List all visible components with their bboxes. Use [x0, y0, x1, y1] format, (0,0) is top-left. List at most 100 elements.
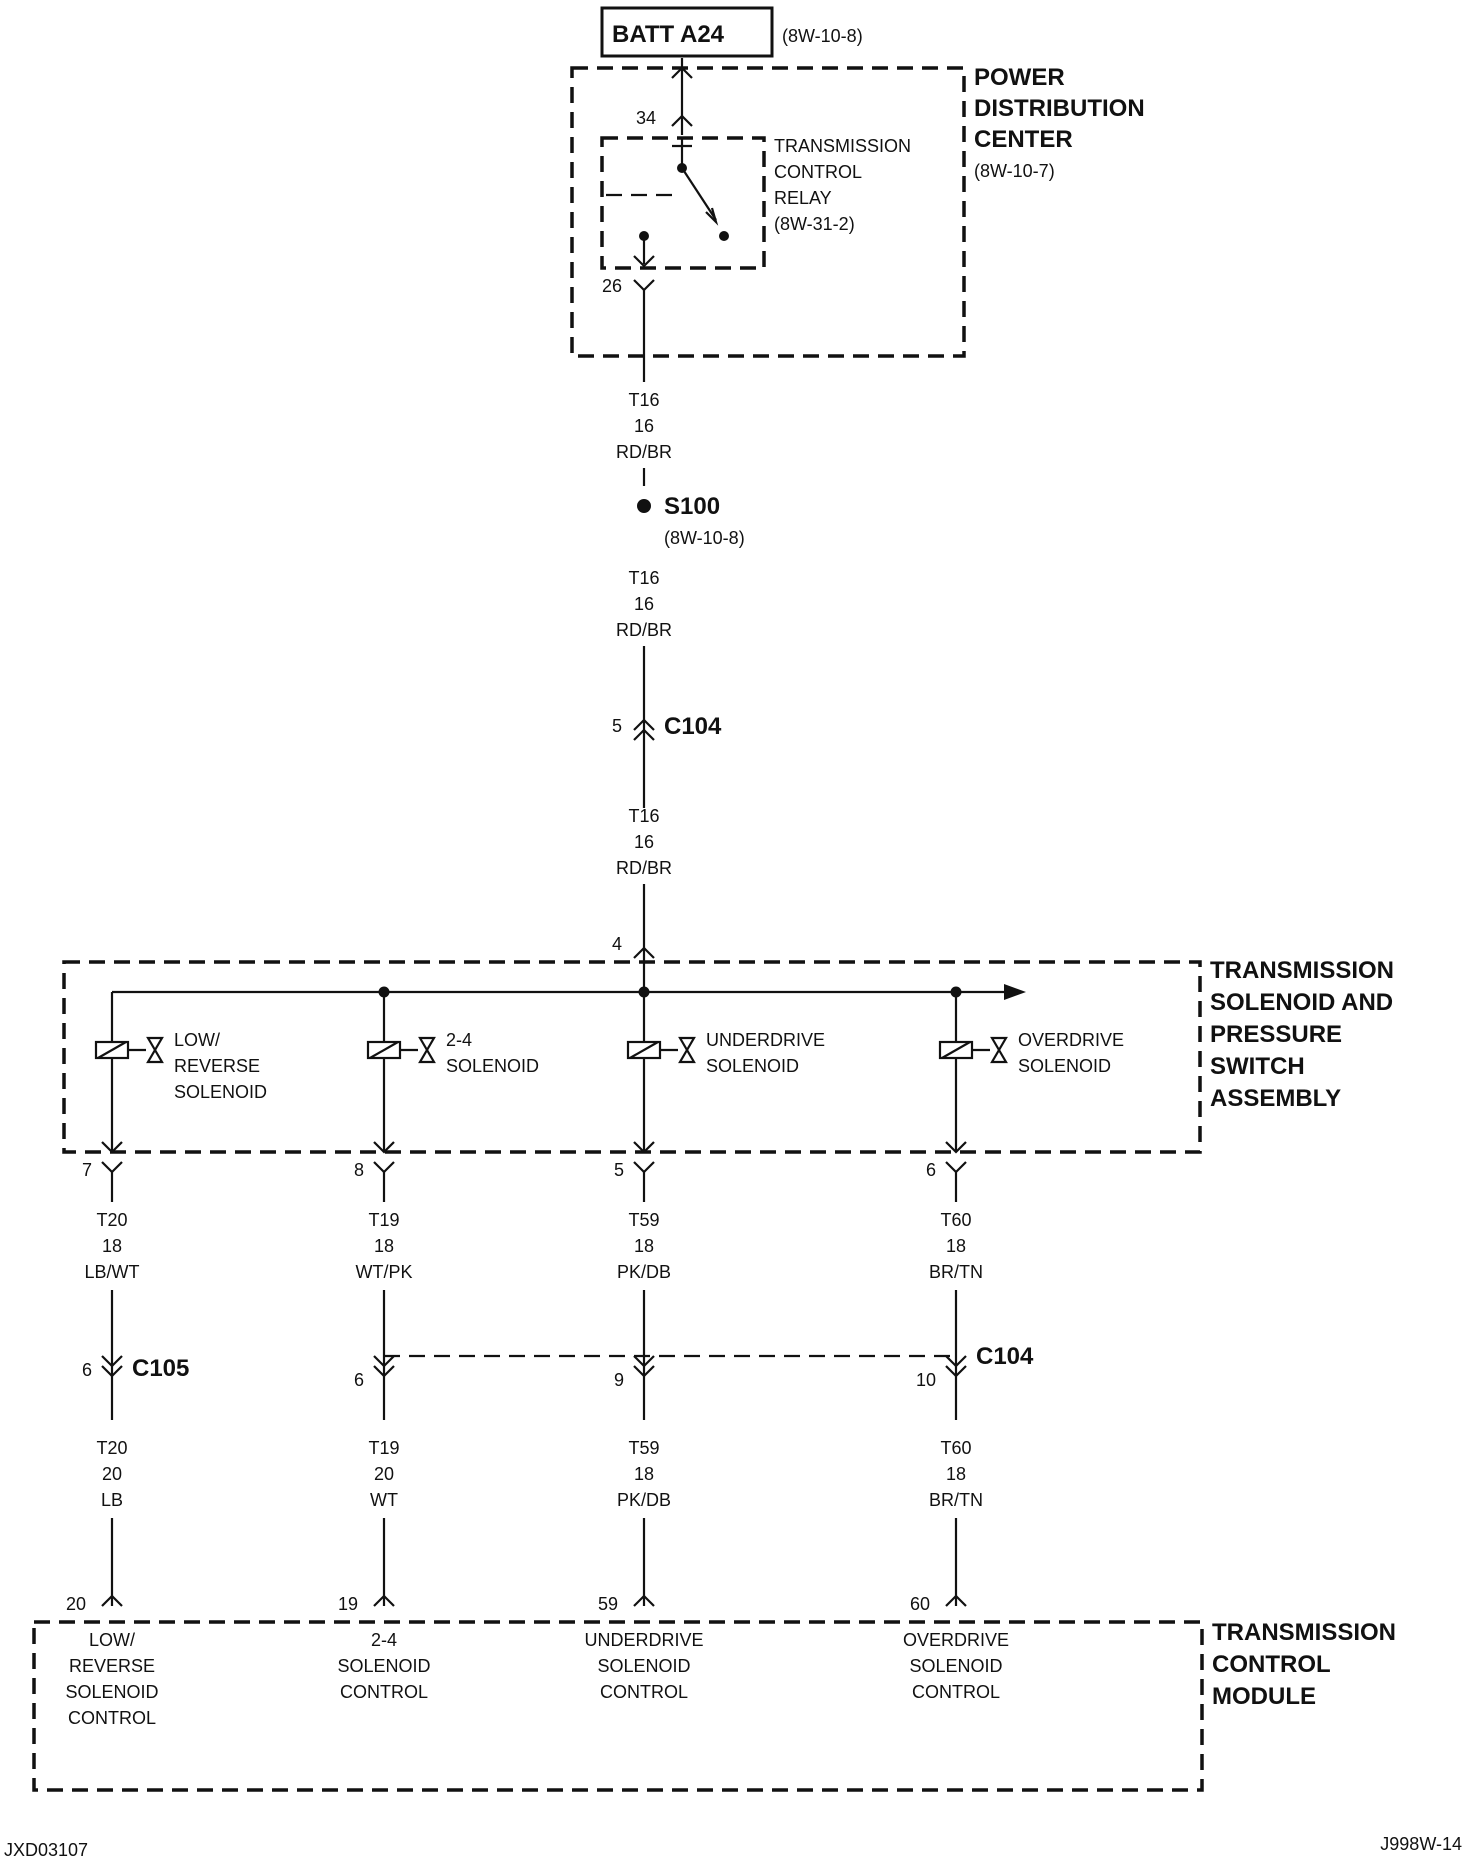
tcm-pin-19: 19 [338, 1594, 358, 1614]
svg-text:SOLENOID: SOLENOID [337, 1656, 430, 1676]
svg-text:18: 18 [374, 1236, 394, 1256]
svg-text:18: 18 [102, 1236, 122, 1256]
svg-text:20: 20 [102, 1464, 122, 1484]
tcm-pin-60: 60 [910, 1594, 930, 1614]
svg-text:LB/WT: LB/WT [84, 1262, 139, 1282]
connector-c104-top: 5 C104 [612, 713, 722, 741]
splice-s100: S100 (8W-10-8) [637, 493, 745, 548]
batt-arrow [671, 66, 693, 79]
pdc-ref: (8W-10-7) [974, 161, 1055, 181]
svg-text:T60: T60 [940, 1438, 971, 1458]
svg-text:SOLENOID: SOLENOID [909, 1656, 1002, 1676]
svg-text:T16: T16 [628, 806, 659, 826]
svg-text:SOLENOID: SOLENOID [65, 1682, 158, 1702]
pdc-title-1: POWER [974, 64, 1065, 91]
underdrive-solenoid: UNDERDRIVE SOLENOID [626, 992, 825, 1152]
svg-text:18: 18 [634, 1464, 654, 1484]
c105-name: C105 [132, 1355, 189, 1382]
c104-top-pin: 5 [612, 716, 622, 736]
svg-text:BR/TN: BR/TN [929, 1262, 983, 1282]
svg-text:18: 18 [946, 1464, 966, 1484]
tcm-pin-59: 59 [598, 1594, 618, 1614]
pdc-pin-34: 34 [636, 108, 656, 128]
tsa-title-2: SOLENOID AND [1210, 989, 1393, 1016]
tcm-pin-20: 20 [66, 1594, 86, 1614]
branch-wiring: 7 8 5 6 T20 18 LB/WT T19 18 WT/PK T59 18… [66, 1160, 1034, 1614]
pin-26-connector [633, 279, 655, 292]
svg-text:SOLENOID: SOLENOID [1018, 1056, 1111, 1076]
svg-text:UNDERDRIVE: UNDERDRIVE [706, 1030, 825, 1050]
low-reverse-solenoid: LOW/ REVERSE SOLENOID [94, 992, 267, 1152]
c104-pin-6: 6 [354, 1370, 364, 1390]
relay-contact-point [719, 231, 729, 241]
svg-text:SOLENOID: SOLENOID [706, 1056, 799, 1076]
batt-ref: (8W-10-8) [782, 26, 863, 46]
svg-text:18: 18 [946, 1236, 966, 1256]
bus-arrow [1004, 984, 1026, 1000]
relay-contact-arrow [705, 207, 719, 226]
svg-text:LOW/: LOW/ [89, 1630, 135, 1650]
tcm-title-1: TRANSMISSION [1212, 1619, 1396, 1646]
tsa-title-4: SWITCH [1210, 1053, 1305, 1080]
c104-pin-9: 9 [614, 1370, 624, 1390]
svg-text:T19: T19 [368, 1210, 399, 1230]
svg-text:REVERSE: REVERSE [69, 1656, 155, 1676]
svg-text:CONTROL: CONTROL [68, 1708, 156, 1728]
splice-name: S100 [664, 493, 720, 520]
pin-34-connector [671, 114, 693, 127]
svg-text:T16: T16 [628, 390, 659, 410]
svg-text:CONTROL: CONTROL [600, 1682, 688, 1702]
tsa-pin-in: 4 [612, 934, 622, 954]
svg-text:RD/BR: RD/BR [616, 620, 672, 640]
svg-text:16: 16 [634, 594, 654, 614]
tsa-title-1: TRANSMISSION [1210, 957, 1394, 984]
svg-text:SOLENOID: SOLENOID [597, 1656, 690, 1676]
svg-text:T16: T16 [628, 568, 659, 588]
svg-text:LOW/: LOW/ [174, 1030, 220, 1050]
svg-text:18: 18 [634, 1236, 654, 1256]
svg-text:RD/BR: RD/BR [616, 442, 672, 462]
svg-text:WT/PK: WT/PK [356, 1262, 413, 1282]
svg-text:UNDERDRIVE: UNDERDRIVE [584, 1630, 703, 1650]
svg-text:16: 16 [634, 416, 654, 436]
tsa-pin-4-connector [633, 946, 655, 959]
svg-text:REVERSE: REVERSE [174, 1056, 260, 1076]
c105-pin: 6 [82, 1360, 92, 1380]
svg-text:T19: T19 [368, 1438, 399, 1458]
tsa-pin-6: 6 [926, 1160, 936, 1180]
tsa-title-3: PRESSURE [1210, 1021, 1342, 1048]
wire-label-3: T16 16 RD/BR [616, 806, 672, 878]
tcm-title-2: CONTROL [1212, 1651, 1331, 1678]
relay-contact-arm [681, 167, 717, 221]
tsa-pin-8: 8 [354, 1160, 364, 1180]
svg-text:T59: T59 [628, 1210, 659, 1230]
svg-text:OVERDRIVE: OVERDRIVE [903, 1630, 1009, 1650]
footer-right-code: J998W-14 [1380, 1834, 1462, 1854]
c104-top-name: C104 [664, 713, 722, 740]
relay-label-1: TRANSMISSION [774, 136, 911, 156]
svg-text:RD/BR: RD/BR [616, 858, 672, 878]
transmission-control-module: TRANSMISSION CONTROL MODULE LOW/ REVERSE… [32, 1619, 1396, 1792]
overdrive-solenoid: OVERDRIVE SOLENOID [938, 992, 1124, 1152]
transmission-solenoid-assembly: 4 TRANSMISSION SOLENOID AND PRESSURE SWI… [62, 934, 1394, 1154]
svg-text:CONTROL: CONTROL [912, 1682, 1000, 1702]
c104-bottom-name: C104 [976, 1343, 1034, 1370]
relay-output-arrow [633, 255, 655, 268]
svg-text:SOLENOID: SOLENOID [174, 1082, 267, 1102]
svg-text:LB: LB [101, 1490, 123, 1510]
relay-label-3: RELAY [774, 188, 832, 208]
tsa-title-5: ASSEMBLY [1210, 1085, 1341, 1112]
relay-ref: (8W-31-2) [774, 214, 855, 234]
svg-text:16: 16 [634, 832, 654, 852]
tsa-pin-5: 5 [614, 1160, 624, 1180]
batt-a24-fuse: BATT A24 (8W-10-8) [600, 6, 863, 58]
svg-text:PK/DB: PK/DB [617, 1490, 671, 1510]
c104-pin-10: 10 [916, 1370, 936, 1390]
connector-c105: 6 C105 [82, 1355, 189, 1382]
svg-text:T20: T20 [96, 1438, 127, 1458]
pdc-title-3: CENTER [974, 126, 1073, 153]
tsa-pin-7: 7 [82, 1160, 92, 1180]
svg-text:20: 20 [374, 1464, 394, 1484]
svg-text:T20: T20 [96, 1210, 127, 1230]
